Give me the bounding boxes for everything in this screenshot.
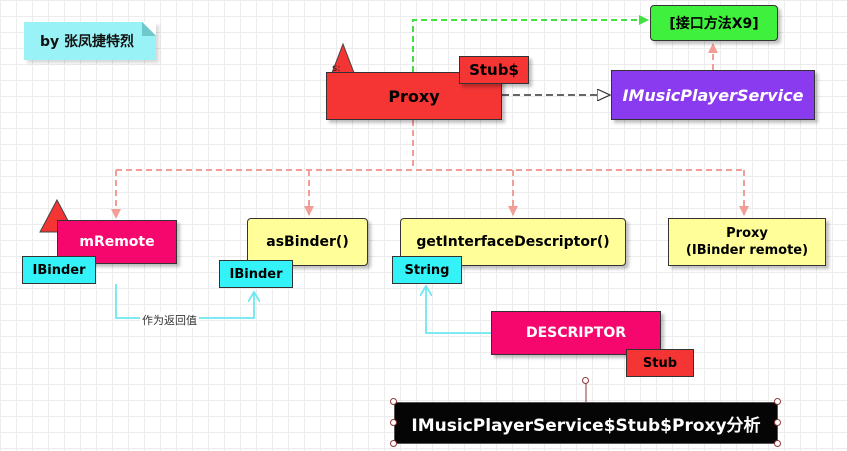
resize-handle-left[interactable]: [390, 419, 397, 426]
proxy-constructor-line2: (IBinder remote): [685, 243, 809, 258]
imusic-interface-box[interactable]: IMusicPlayerService: [611, 70, 815, 120]
diagram-title-box[interactable]: IMusicPlayerService$Stub$Proxy分析: [394, 402, 778, 444]
mremote-type-label: IBinder: [32, 262, 86, 278]
asbinder-type-label: IBinder: [229, 266, 283, 282]
stub-tag-label: Stub$: [469, 61, 519, 79]
getdesc-method-label: getInterfaceDescriptor(): [416, 234, 610, 250]
descriptor-owner-label: Stub: [642, 355, 678, 371]
mremote-type-tag[interactable]: IBinder: [22, 256, 96, 284]
note-fold-corner: [142, 22, 156, 36]
resize-handle-top-left[interactable]: [390, 398, 397, 405]
author-note[interactable]: by 张凤捷特烈: [24, 22, 156, 60]
mremote-field-label: mRemote: [79, 234, 155, 250]
proxy-constructor-line1: Proxy: [726, 226, 768, 241]
static-marker: s:: [332, 63, 341, 74]
descriptor-field-label: DESCRIPTOR: [525, 325, 627, 341]
getdesc-type-tag[interactable]: String: [392, 256, 462, 284]
proxy-class-label: Proxy: [388, 86, 440, 106]
stub-tag[interactable]: Stub$: [459, 56, 529, 84]
resize-handle-bottom-left[interactable]: [390, 440, 397, 447]
author-note-text: by 张凤捷特烈: [40, 34, 135, 50]
descriptor-field-box[interactable]: DESCRIPTOR: [491, 311, 661, 355]
return-value-edge-label: 作为返回值: [140, 312, 199, 328]
proxy-to-methods-connector: [412, 15, 649, 72]
resize-handle-top-right[interactable]: [774, 398, 781, 405]
interface-methods-box[interactable]: [接口方法X9]: [650, 5, 778, 41]
imusic-interface-label: IMusicPlayerService: [622, 85, 804, 105]
getdesc-method-box[interactable]: getInterfaceDescriptor(): [400, 218, 626, 266]
descriptor-to-string-connector: [426, 286, 491, 334]
mremote-field-box[interactable]: mRemote: [57, 220, 177, 264]
diagram-title-label: IMusicPlayerService$Stub$Proxy分析: [411, 415, 761, 436]
interface-methods-label: [接口方法X9]: [669, 16, 759, 32]
descriptor-owner-tag[interactable]: Stub: [626, 349, 694, 377]
proxy-constructor-box[interactable]: Proxy (IBinder remote): [668, 218, 826, 266]
resize-handle-right[interactable]: [774, 419, 781, 426]
asbinder-method-box[interactable]: asBinder(): [247, 218, 368, 266]
resize-handle-bottom-right[interactable]: [774, 440, 781, 447]
asbinder-type-tag[interactable]: IBinder: [219, 260, 293, 288]
asbinder-method-label: asBinder(): [266, 234, 349, 250]
rotate-handle[interactable]: [582, 377, 589, 384]
getdesc-type-label: String: [404, 262, 450, 278]
